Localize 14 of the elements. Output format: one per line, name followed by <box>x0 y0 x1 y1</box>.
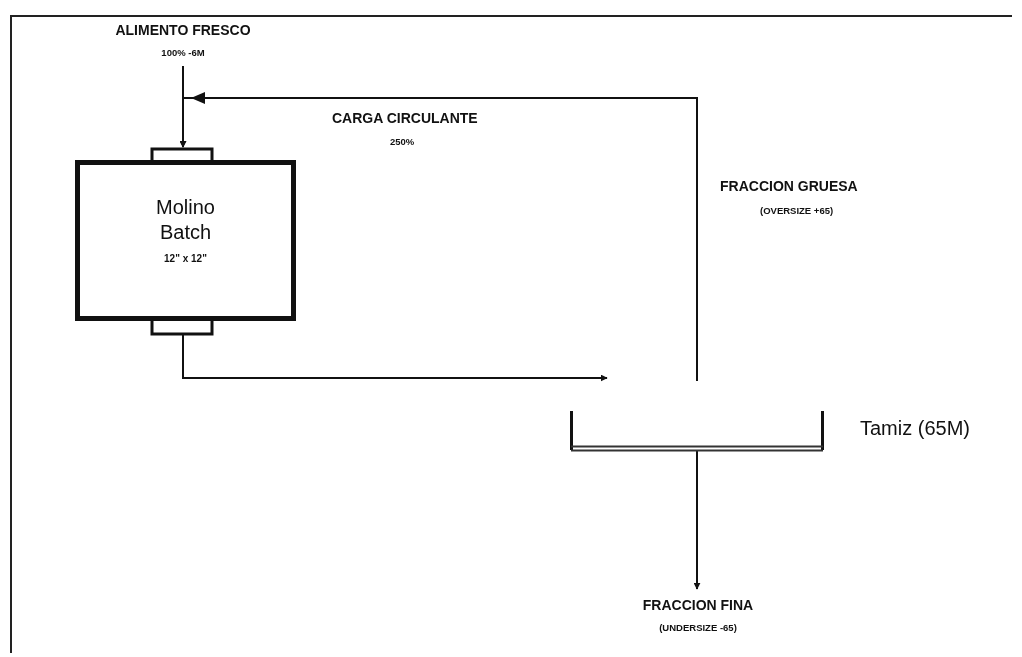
stream-spec: (OVERSIZE +65) <box>760 205 834 216</box>
stream-spec: 250% <box>390 136 415 147</box>
stream-name: CARGA CIRCULANTE <box>332 110 478 126</box>
stream-spec: 100% -6M <box>161 47 205 58</box>
stream-name: FRACCION FINA <box>642 597 754 613</box>
stream-name: ALIMENTO FRESCO <box>115 22 251 38</box>
mill-box <box>75 160 296 321</box>
equipment-name: Molino Batch <box>155 195 216 245</box>
dimension-text: 12" x 12" <box>164 253 207 264</box>
flow-arrow <box>182 334 608 382</box>
stream-name: FRACCION GRUESA <box>720 178 858 194</box>
stream-spec: (UNDERSIZE -65) <box>659 622 737 633</box>
screen-label: Tamiz (65M) <box>860 417 970 440</box>
flow-arrow <box>693 450 701 590</box>
